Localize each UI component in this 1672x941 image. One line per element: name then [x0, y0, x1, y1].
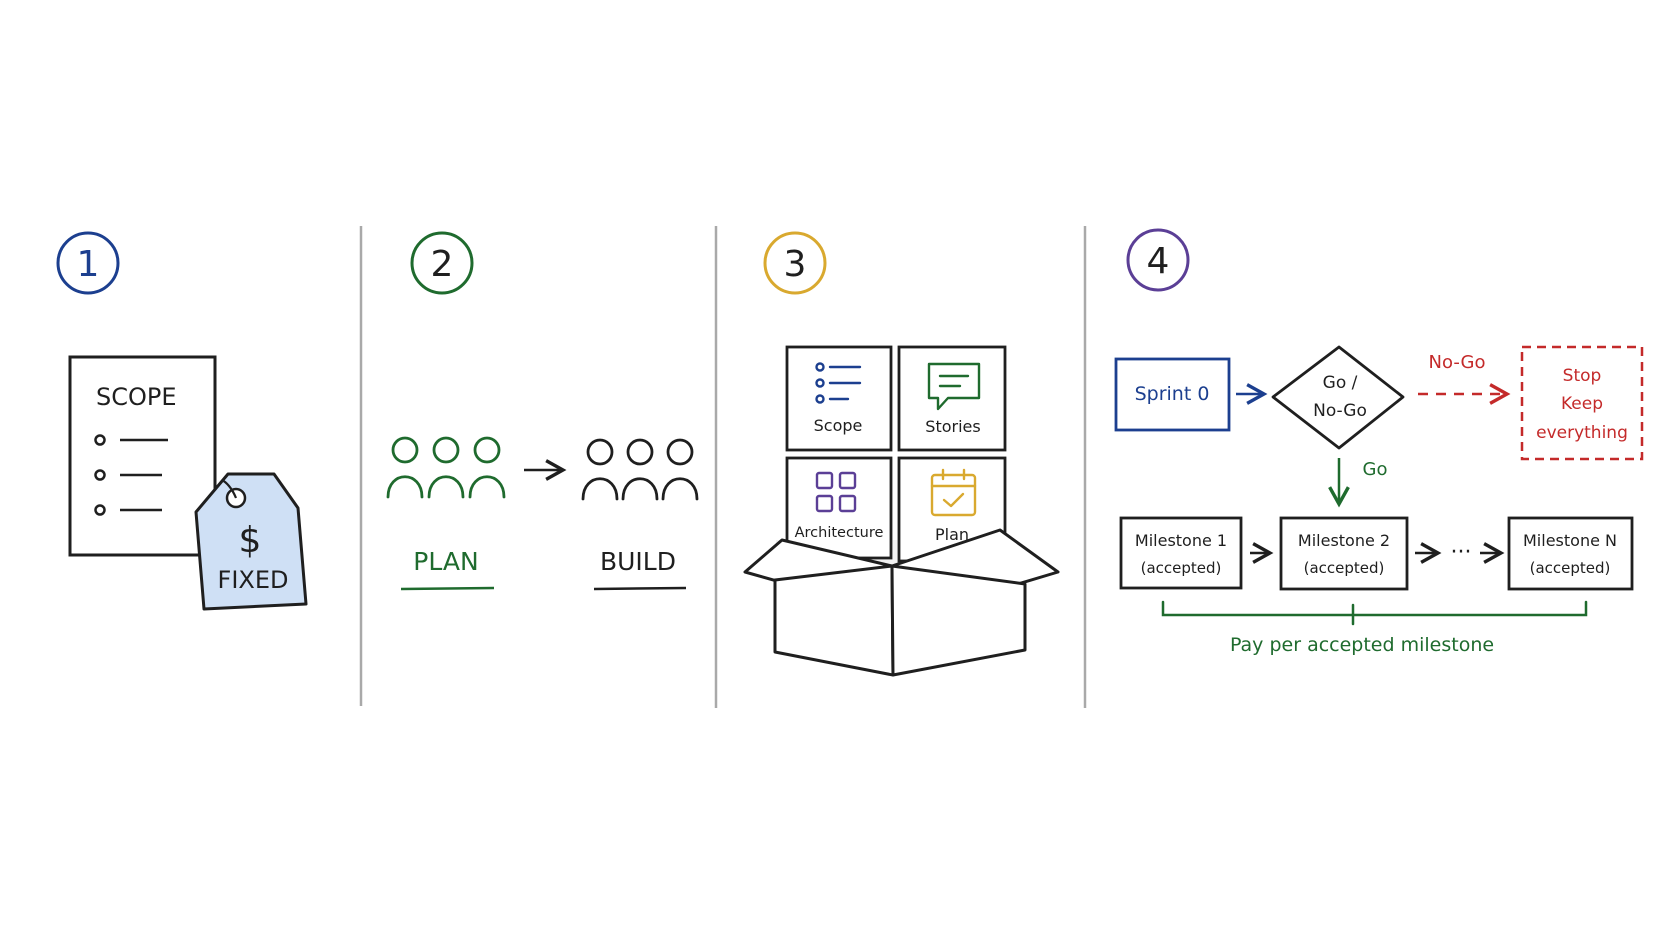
panel-3: 3 Scope Stories	[743, 231, 1060, 677]
stop-label-line1: Stop	[1563, 366, 1602, 386]
milestone-n-status: (accepted)	[1530, 559, 1611, 577]
decision-label-line2: No-Go	[1313, 401, 1367, 421]
chat-bubble-icon	[927, 362, 981, 411]
step-4-number: 4	[1147, 241, 1170, 282]
panel-4: 4 Sprint 0 Go / No-Go No-Go Stop Keep ev…	[1114, 228, 1644, 656]
open-box	[743, 528, 1060, 677]
scope-bullet-list	[94, 434, 168, 516]
step-3-number: 3	[784, 244, 807, 285]
go-no-go-diamond	[1271, 345, 1405, 450]
milestone-2-title: Milestone 2	[1298, 531, 1390, 550]
step-1-number: 1	[77, 244, 100, 285]
price-tag: $ FIXED	[194, 472, 308, 611]
build-label: BUILD	[600, 547, 676, 576]
payment-bracket	[1161, 600, 1588, 626]
step-4-badge	[1126, 228, 1190, 292]
sprint-0-box	[1114, 357, 1231, 432]
card-stories: Stories	[897, 345, 1007, 452]
plan-underline	[400, 586, 495, 591]
milestone-1-status: (accepted)	[1141, 559, 1222, 577]
build-team-people-icon	[581, 438, 699, 501]
pay-per-milestone-label: Pay per accepted milestone	[1230, 634, 1494, 656]
calendar-check-icon	[930, 468, 977, 517]
step-2-number: 2	[431, 244, 454, 285]
milestone-2-box	[1279, 516, 1409, 591]
price-tag-label: FIXED	[218, 566, 289, 594]
step-3-badge	[763, 231, 827, 295]
sprint-0-label: Sprint 0	[1135, 383, 1210, 405]
step-2-badge	[410, 231, 474, 295]
no-go-label: No-Go	[1429, 352, 1486, 373]
milestone-1-title: Milestone 1	[1135, 531, 1227, 550]
decision-label-line1: Go /	[1323, 373, 1358, 393]
step-1-badge	[56, 231, 120, 295]
list-icon	[815, 362, 862, 404]
grid-icon	[815, 471, 857, 513]
milestone-n-title: Milestone N	[1523, 531, 1617, 550]
milestone-2-status: (accepted)	[1304, 559, 1385, 577]
card-plan-label: Plan	[935, 525, 969, 544]
price-tag-dollar-sign: $	[239, 520, 262, 561]
stop-label-line3: everything	[1536, 423, 1628, 443]
stop-box	[1520, 345, 1644, 461]
panel-2: 2 PLAN BUILD	[386, 231, 699, 591]
stop-label-line2: Keep	[1561, 394, 1603, 414]
plan-label: PLAN	[413, 547, 478, 576]
box-front-left	[773, 564, 895, 677]
plan-team-people-icon	[386, 436, 506, 499]
go-label: Go	[1363, 459, 1388, 480]
card-scope: Scope	[785, 345, 893, 452]
build-underline	[593, 586, 687, 591]
milestone-ellipsis: ···	[1451, 540, 1472, 565]
milestone-n-box	[1507, 516, 1634, 591]
box-front-right	[890, 564, 1027, 677]
scope-document-title: SCOPE	[96, 383, 177, 411]
card-stories-label: Stories	[925, 417, 980, 436]
card-architecture-label: Architecture	[795, 525, 884, 541]
card-scope-label: Scope	[814, 416, 863, 435]
milestone-1-box	[1119, 516, 1243, 590]
card-architecture: Architecture	[785, 456, 893, 560]
card-plan: Plan	[897, 456, 1007, 563]
panel-1: 1 SCOPE $ FIXED	[56, 231, 308, 611]
scope-document	[68, 355, 217, 557]
